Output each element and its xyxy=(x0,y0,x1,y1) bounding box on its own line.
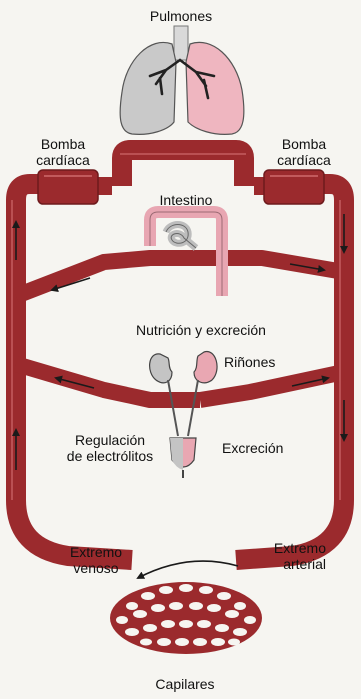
label-electrolytes-line1: Regulación xyxy=(50,432,170,448)
arrow-capillary-flow xyxy=(138,561,238,578)
label-pump-left-line2: cardíaca xyxy=(22,152,104,168)
label-excretion: Excreción xyxy=(222,440,312,456)
lungs-icon xyxy=(120,26,244,134)
label-pump-left-line1: Bomba xyxy=(22,136,104,152)
heart-pump-left-icon xyxy=(38,170,98,204)
label-venous-line1: Extremo xyxy=(54,544,138,560)
label-electrolytes-line2: de electrólitos xyxy=(50,448,170,464)
label-capillaries: Capilares xyxy=(140,676,230,692)
label-arterial: Extremo arterial xyxy=(244,540,326,572)
label-venous-line2: venoso xyxy=(54,560,138,576)
label-kidneys: Riñones xyxy=(224,354,304,370)
heart-pump-right-icon xyxy=(264,170,324,204)
label-pump-right: Bomba cardíaca xyxy=(262,136,346,168)
capillary-bed-icon xyxy=(110,582,262,654)
label-lungs: Pulmones xyxy=(141,8,221,24)
label-pump-left: Bomba cardíaca xyxy=(22,136,104,168)
label-pump-right-line2: cardíaca xyxy=(262,152,346,168)
label-nutrition: Nutrición y excreción xyxy=(96,322,306,338)
label-intestine: Intestino xyxy=(144,192,228,208)
label-pump-right-line1: Bomba xyxy=(262,136,346,152)
label-venous: Extremo venoso xyxy=(54,544,138,576)
label-electrolytes: Regulación de electrólitos xyxy=(50,432,170,464)
label-arterial-line1: Extremo xyxy=(244,540,326,556)
label-arterial-line2: arterial xyxy=(244,556,326,572)
bladder-icon xyxy=(170,438,196,478)
